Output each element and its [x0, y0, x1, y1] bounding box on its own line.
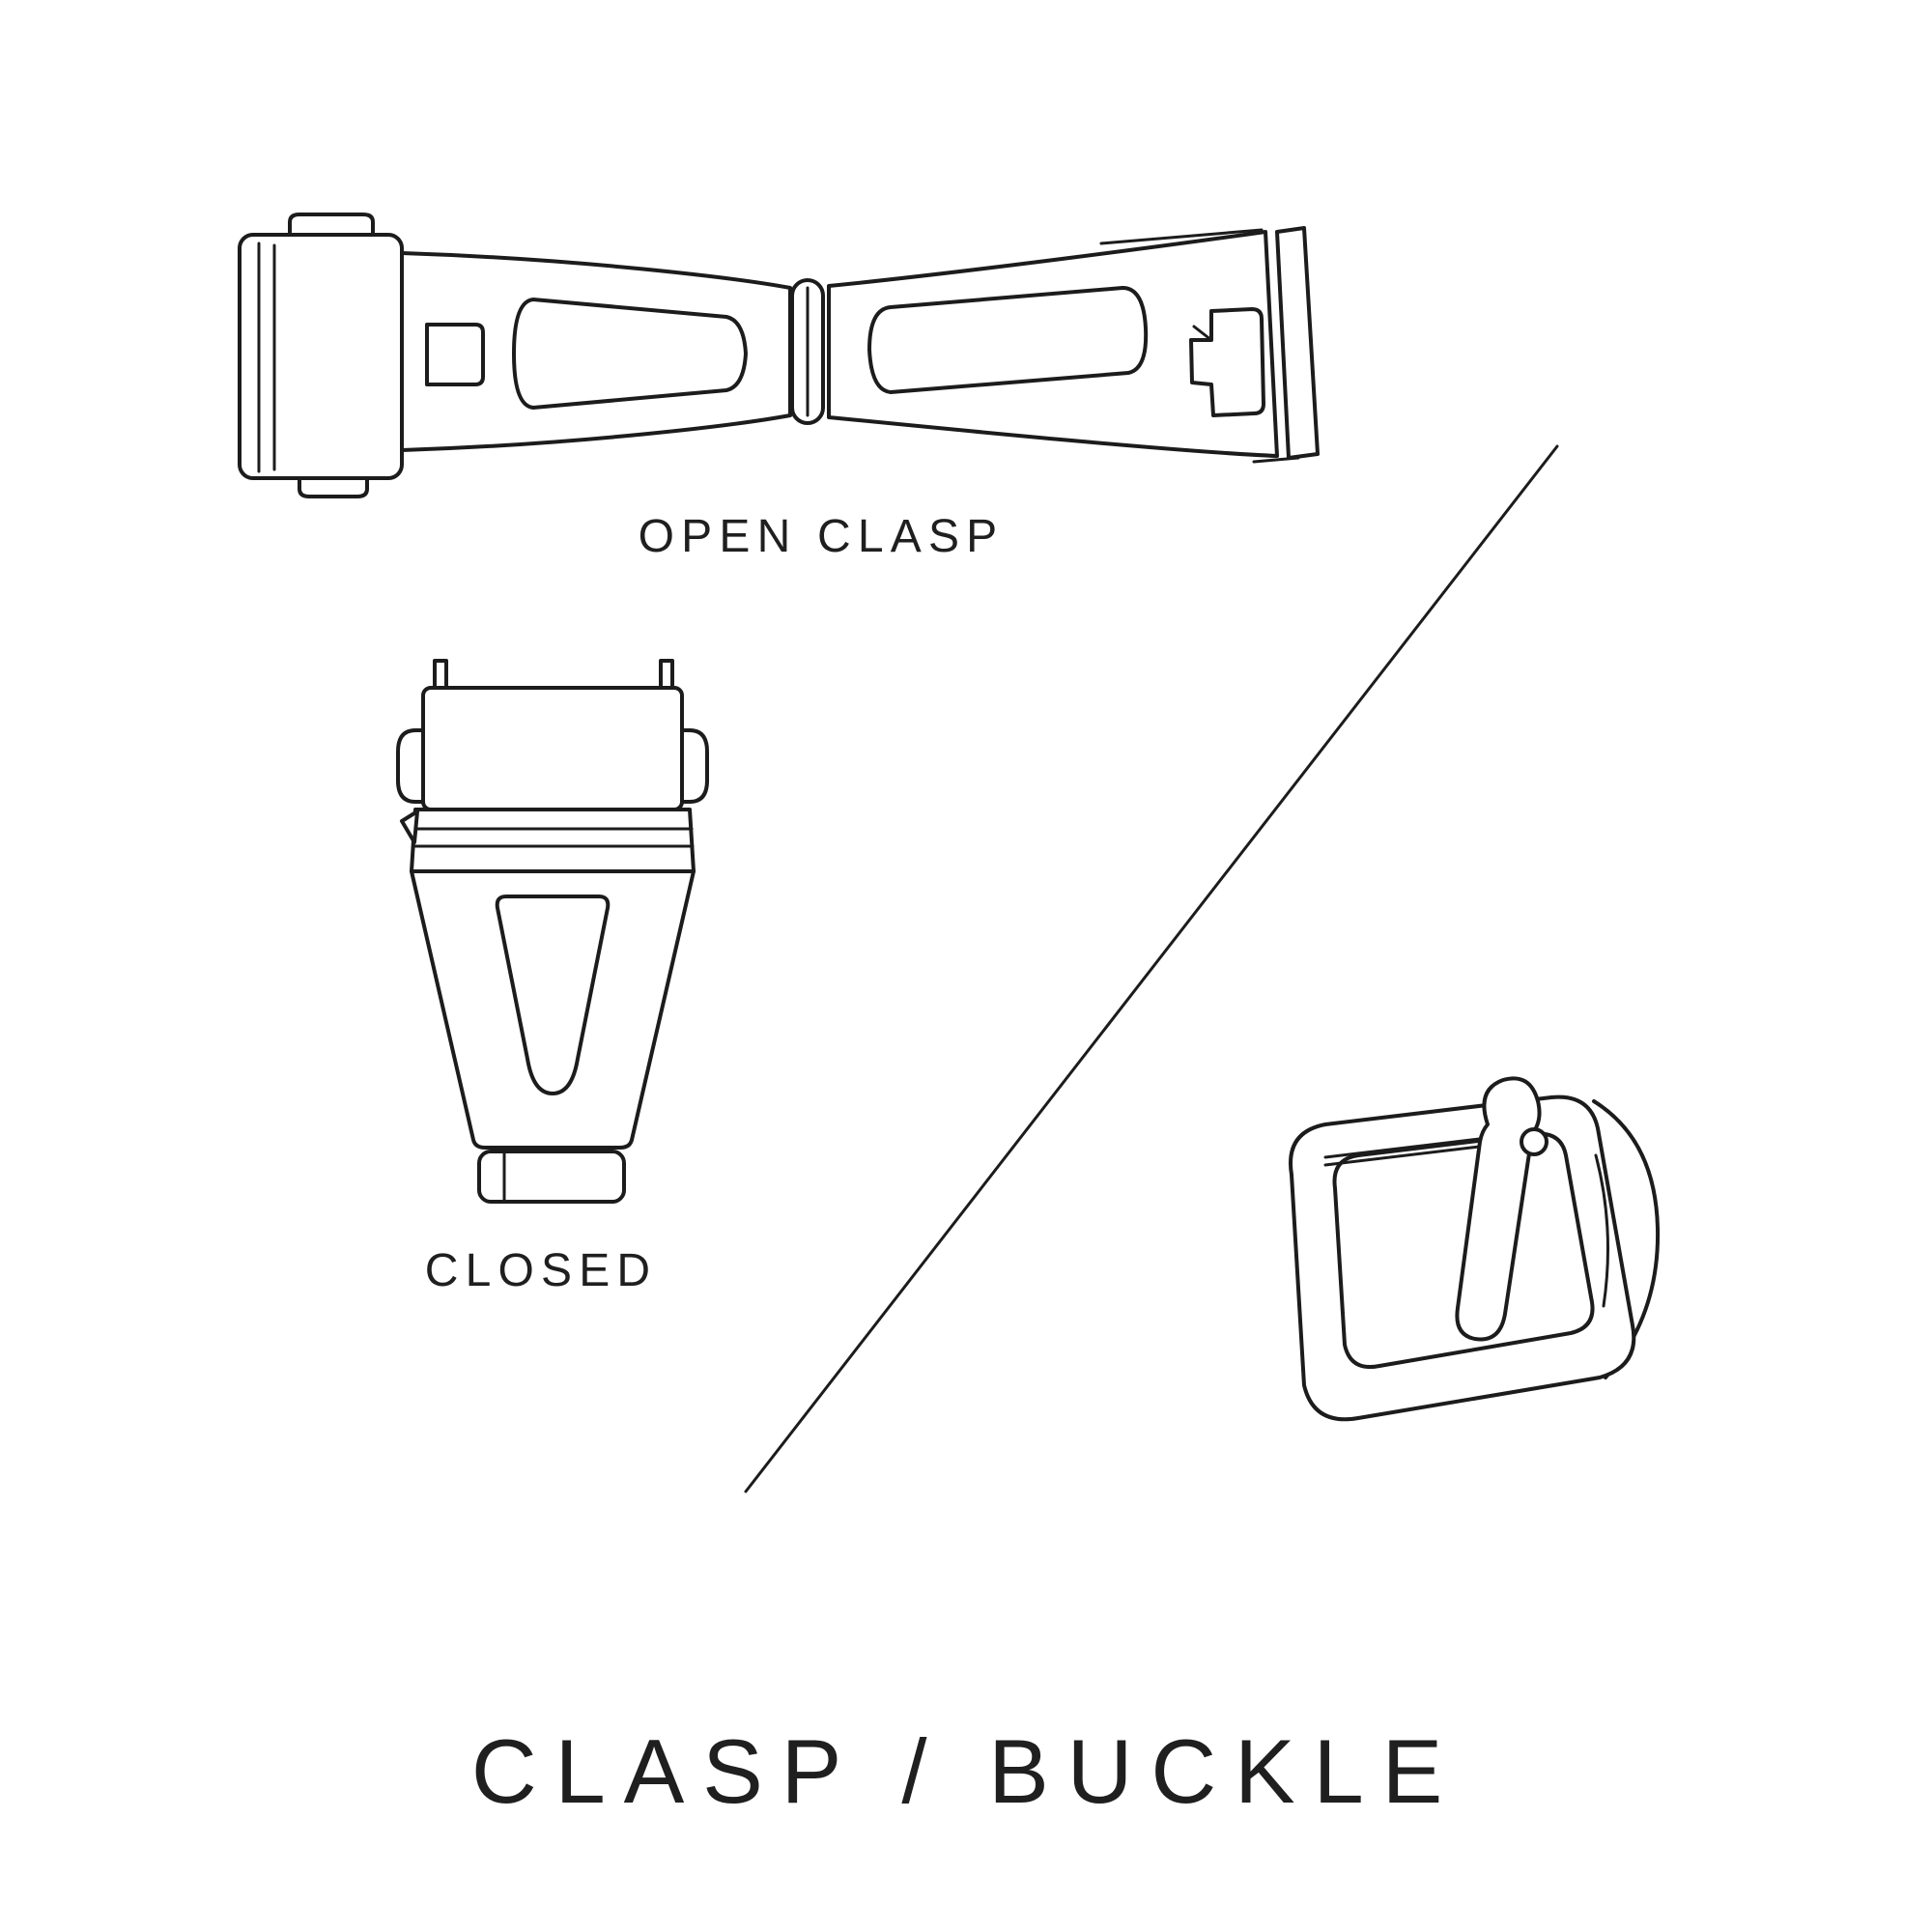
buckle-inner-opening [1332, 1131, 1595, 1369]
open-clasp-notch [425, 323, 485, 386]
closed-clasp-body [410, 869, 696, 1150]
diagonal-divider [744, 444, 1559, 1493]
open-clasp-left-cap-bottom-tab [298, 473, 369, 498]
open-clasp-illustration [238, 213, 1320, 498]
buckle-spring-bar [1323, 1136, 1490, 1167]
closed-clasp-band-corner-tab [400, 810, 419, 844]
open-clasp-right-top-lip [1099, 228, 1264, 245]
closed-clasp-band-lines [412, 827, 695, 848]
open-clasp-left-inner-outline [512, 298, 748, 410]
closed-clasp-illustration [396, 659, 709, 1204]
closed-clasp-label: CLOSED [424, 1245, 658, 1296]
open-clasp-left-cap [238, 233, 404, 480]
closed-clasp-cover [421, 686, 684, 811]
closed-clasp-left-ear [396, 728, 429, 804]
open-clasp-right-bracket-cutout [1189, 307, 1265, 417]
open-clasp-left-cap-fold-lines [257, 242, 276, 473]
open-clasp-left-cap-top-tab [288, 213, 375, 240]
closed-clasp-band [410, 808, 696, 873]
open-clasp-right-end-cap [1275, 226, 1320, 460]
buckle-tang [1455, 1076, 1542, 1342]
open-clasp-right-bracket-tick [1192, 325, 1213, 342]
buckle-illustration [1289, 1076, 1661, 1422]
open-clasp-right-plate [827, 230, 1279, 458]
open-clasp-right-inner-outline [867, 286, 1149, 394]
page-title: CLASP / BUCKLE [470, 1720, 1462, 1822]
open-clasp-right-end-tick [1252, 456, 1300, 464]
open-clasp-label: OPEN CLASP [638, 511, 1005, 562]
closed-clasp-right-ear [676, 728, 709, 804]
buckle-inner-right-edge [1594, 1153, 1609, 1308]
buckle-tang-loop [1520, 1127, 1548, 1156]
closed-clasp-inner-slot [495, 895, 611, 1095]
open-clasp-left-plate [400, 251, 792, 452]
closed-clasp-base [477, 1150, 626, 1204]
